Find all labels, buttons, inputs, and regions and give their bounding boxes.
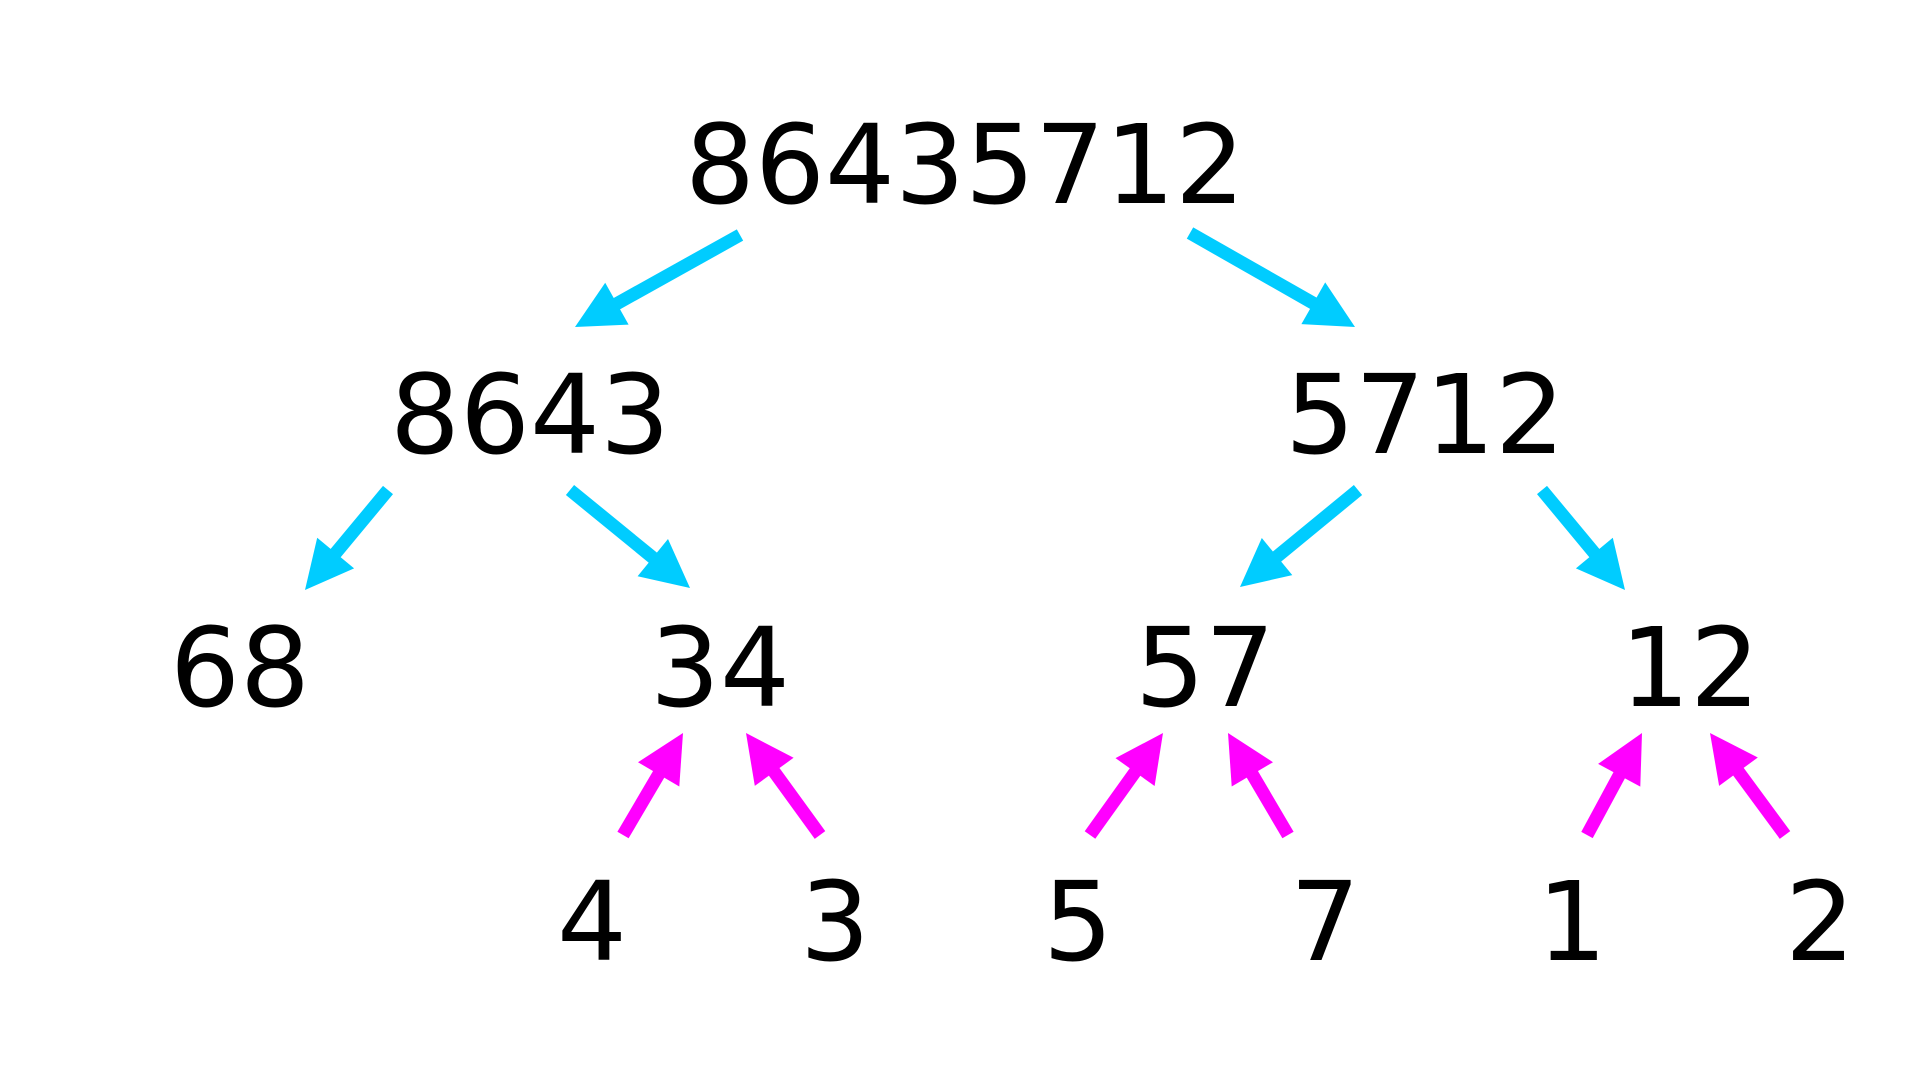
arrow-split-root-to-right [1186,227,1355,327]
node-left: 8643 [390,351,670,479]
arrow-split-left-to-left_left [305,485,394,590]
arrow-head [746,733,794,786]
arrow-head [305,537,355,590]
arrow-head [1301,282,1355,327]
arrow-shaft [326,485,394,562]
arrow-head [575,282,629,327]
arrow-merge-left_right_a-to-left_right [617,733,683,839]
arrow-shaft [565,484,662,567]
node-left-right: 34 [650,604,790,732]
node-leaf-5: 5 [1043,858,1113,986]
arrow-split-root-to-left [575,229,744,327]
arrow-shaft [1536,485,1604,562]
arrow-shaft [765,763,826,839]
arrow-merge-right_left_a-to-right_left [1084,733,1163,839]
arrow-head [1710,733,1758,786]
arrow-shaft [1729,762,1791,839]
arrow-shaft [1243,765,1294,839]
node-right-right: 12 [1620,604,1760,732]
arrow-merge-left_right_b-to-left_right [746,733,826,839]
arrow-shaft [1581,766,1628,839]
arrow-split-right-to-right_right [1536,485,1625,590]
node-leaf-3: 3 [800,858,870,986]
arrow-head [1115,733,1163,786]
arrow-shaft [608,229,744,313]
arrow-head [1228,733,1273,787]
node-leaf-7: 7 [1290,858,1360,986]
arrow-merge-right_right_b-to-right_right [1710,733,1791,839]
node-right: 5712 [1285,351,1565,479]
arrow-split-right-to-right_left [1240,484,1363,587]
arrow-head [1598,733,1642,787]
arrow-split-left-to-left_right [565,484,690,588]
arrow-merge-right_right_a-to-right_right [1581,733,1642,839]
arrow-head [638,733,683,787]
node-right-left: 57 [1135,604,1275,732]
node-leaf-2: 2 [1785,858,1855,986]
arrow-shaft [617,765,668,839]
node-left-left: 68 [170,604,310,732]
arrow-head [1240,538,1293,587]
node-leaf-1: 1 [1537,858,1607,986]
arrow-shaft [1186,227,1322,312]
arrow-merge-right_left_b-to-right_left [1228,733,1294,839]
node-leaf-4: 4 [557,858,627,986]
arrow-shaft [1084,763,1144,839]
arrow-head [637,539,690,588]
arrow-head [1575,537,1625,590]
node-root: 86435712 [685,101,1245,229]
arrow-shaft [1268,484,1363,566]
